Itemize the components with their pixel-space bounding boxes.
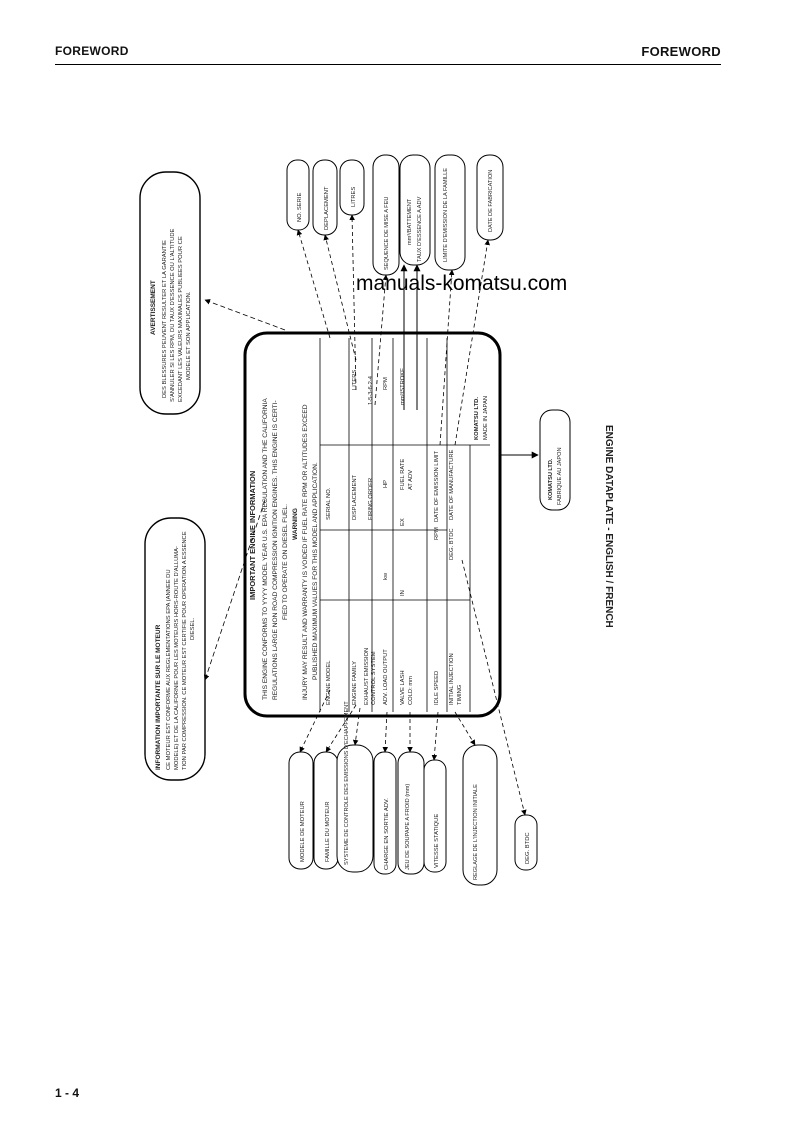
row-firing-sequence: 1-5-3-6-2-4 xyxy=(368,375,374,405)
row-engine-family: ENGINE FAMILY xyxy=(352,661,358,705)
plate-intro-line-2: REGULATIONS LARGE NON ROAD COMPRESSION I… xyxy=(272,400,279,700)
row-fuel-rate: FUEL RATE xyxy=(400,459,406,490)
row-displacement: DISPLACEMENT xyxy=(352,474,358,520)
row-serial-no: SERIAL NO. xyxy=(326,487,332,520)
french-right-line-2: S'ANNULER SI LES RPM, DU TAUX D'ESSENCE … xyxy=(170,228,176,402)
row-timing: TIMING xyxy=(457,684,463,705)
plate-intro-line-1: THIS ENGINE CONFORMS TO YYYY MODEL YEAR … xyxy=(262,398,269,700)
bottom-label-8: DEG. BTDC xyxy=(525,832,531,864)
french-left-line-2: MODELE) ET DE LA CALIFORNIE POUR LES MOT… xyxy=(174,546,180,770)
page-number: 1 - 4 xyxy=(55,1086,80,1100)
row-initial-injection: INITIAL INJECTION xyxy=(449,653,455,705)
french-right-line-1: DES BLESSURES PEUVENT RESULTER ET LA GAR… xyxy=(162,240,168,398)
header-left-title: FOREWORD xyxy=(55,44,129,58)
bottom-callouts: MODELE DE MOTEUR FAMILLE DU MOTEUR SYSTE… xyxy=(288,559,538,886)
row-ex: EX xyxy=(400,518,406,526)
tag-maker: KOMATSU LTD. xyxy=(548,458,554,500)
row-hp: HP xyxy=(383,480,389,488)
french-notice-warning: AVERTISSEMENT DES BLESSURES PEUVENT RESU… xyxy=(139,171,286,415)
tag-made-in: FABRIQUE AU JAPON xyxy=(557,447,563,505)
bottom-label-7: REGLAGE DE L'INJECTION INITIALE xyxy=(473,784,479,880)
french-right-line-3: EXCEDANT LES VALEURS MAXIMALES PUBLIEES … xyxy=(178,236,184,402)
bottom-label-5: JEU DE SOUPAPE A FROID (mm) xyxy=(405,784,411,870)
bottom-label-1: MODELE DE MOTEUR xyxy=(300,801,306,862)
bottom-label-4: CHARGE EN SORTIE ADV. xyxy=(384,798,390,870)
french-left-line-1: CE MOTEUR EST CONFORME AUX REGLEMENTATIO… xyxy=(166,569,172,770)
row-at-adv: AT ADV xyxy=(408,470,414,490)
french-right-line-4: MODELE ET SON APPLICATION. xyxy=(186,291,192,380)
header-right-title: FOREWORD xyxy=(641,44,721,59)
top-label-6: TAUX D'ESSENCE A ADV xyxy=(417,196,423,262)
top-label-4: SEQUENCE DE MISE A FEU xyxy=(384,197,390,270)
top-label-8: DATE DE FABRICATION xyxy=(488,170,494,232)
figure-caption: ENGINE DATAPLATE - ENGLISH / FRENCH xyxy=(603,425,614,628)
top-label-3: LITRES xyxy=(351,187,357,207)
row-liters: LITERS xyxy=(352,370,358,390)
row-control-system: CONTROL SYSTEM xyxy=(371,651,377,705)
plate-made-in: MADE IN JAPAN xyxy=(483,396,489,440)
row-kw: kw xyxy=(383,572,389,580)
row-firing-order: FIRING ORDER xyxy=(368,478,374,520)
row-exhaust-emission: EXHAUST EMISSION xyxy=(364,648,370,705)
bottom-label-2: FAMILLE DU MOTEUR xyxy=(325,801,331,862)
top-callouts: NO. SERIE DEPLACEMENT LITRES SEQUENCE DE… xyxy=(286,154,504,446)
row-valve-lash: VALVE LASH xyxy=(400,670,406,705)
row-idle-rpm: RPM xyxy=(434,527,440,540)
made-in-tag: KOMATSU LTD. FABRIQUE AU JAPON xyxy=(500,409,571,511)
plate-intro-line-3: FIED TO OPERATE ON DIESEL FUEL. xyxy=(282,504,289,620)
watermark: manuals-komatsu.com xyxy=(356,272,568,295)
top-label-1: NO. SERIE xyxy=(297,193,303,222)
row-date-emission-limit: DATE OF EMISSION LIMIT xyxy=(434,450,440,522)
row-date-manufacture: DATE OF MANUFACTURE xyxy=(449,449,455,520)
plate-maker: KOMATSU LTD. xyxy=(474,397,480,440)
french-left-title: INFORMATION IMPORTANTE SUR LE MOTEUR xyxy=(155,624,162,770)
row-in: IN xyxy=(400,590,406,596)
bottom-label-3: SYSTEME DE CONTROLE DES EMISSIONS D'ECHA… xyxy=(344,701,350,865)
row-mm3-stroke: mm³/STROKE xyxy=(400,368,406,405)
dataplate: IMPORTANT ENGINE INFORMATION THIS ENGINE… xyxy=(243,331,502,718)
top-label-5: mm³/BATTEMENT xyxy=(407,198,413,245)
bottom-label-6: VITESSE STATIQUE xyxy=(434,814,440,868)
row-idle-speed: IDLE SPEED xyxy=(434,671,440,705)
row-deg-btdc: DEG. BTDC xyxy=(449,528,455,560)
header-rule xyxy=(55,64,721,65)
plate-warning-title: WARNING xyxy=(292,508,299,540)
french-left-line-3: TION PAR COMPRESSION. CE MOTEUR EST CERT… xyxy=(182,531,188,770)
french-notice-engine-info: INFORMATION IMPORTANTE SUR LE MOTEUR CE … xyxy=(144,499,266,781)
french-right-title: AVERTISSEMENT xyxy=(150,280,157,335)
row-adv-load-output: ADV. LOAD OUTPUT xyxy=(383,649,389,705)
plate-warning-line-2: PUBLISHED MAXIMUM VALUES FOR THIS MODEL … xyxy=(312,462,319,680)
row-engine-model: ENGINE MODEL xyxy=(326,660,332,705)
row-rpm: RPM xyxy=(383,377,389,390)
plate-warning-line-1: INJURY MAY RESULT AND WARRANTY IS VOIDED… xyxy=(302,404,309,700)
top-label-7: LIMITE D'EMISSION DE LA FAMILLE xyxy=(443,168,449,262)
top-label-2: DEPLACEMENT xyxy=(324,186,330,230)
row-valve-cold: COLD: mm xyxy=(408,676,414,705)
french-left-line-4: DIESEL. xyxy=(190,617,196,640)
plate-title: IMPORTANT ENGINE INFORMATION xyxy=(248,471,257,600)
